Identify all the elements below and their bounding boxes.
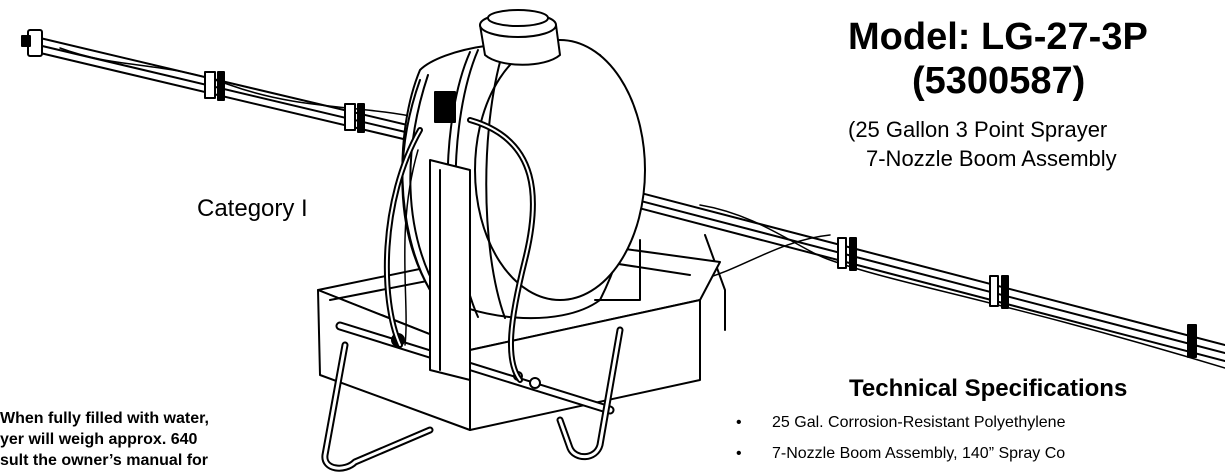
left-boom — [21, 29, 421, 143]
tech-spec-item: • 7-Nozzle Boom Assembly, 140” Spray Co — [736, 445, 1066, 463]
model-part-number: (5300587) — [912, 60, 1086, 102]
tech-specs-heading: Technical Specifications — [849, 375, 1128, 402]
bullet-icon: • — [736, 414, 742, 431]
tech-spec-item: • 25 Gal. Corrosion-Resistant Polyethyle… — [736, 414, 1066, 432]
warning-note-line: yer will weigh approx. 640 — [0, 431, 198, 448]
right-boom — [609, 184, 1225, 369]
warning-note-line: sult the owner’s manual for — [0, 452, 209, 469]
category-label: Category I — [197, 195, 308, 222]
bullet-icon: • — [736, 445, 742, 462]
warning-note: When fully filled with water, yer will w… — [0, 408, 209, 471]
tank — [401, 9, 646, 381]
warning-note-line: When fully filled with water, — [0, 410, 209, 427]
model-title: Model: LG-27-3P — [848, 16, 1148, 58]
tech-spec-text: 7-Nozzle Boom Assembly, 140” Spray Co — [772, 445, 1066, 462]
tech-spec-text: 25 Gal. Corrosion-Resistant Polyethylene — [772, 414, 1066, 431]
model-subtitle-line1: (25 Gallon 3 Point Sprayer — [848, 117, 1108, 142]
hoses — [383, 91, 536, 383]
model-subtitle-line2: 7-Nozzle Boom Assembly — [866, 146, 1117, 171]
